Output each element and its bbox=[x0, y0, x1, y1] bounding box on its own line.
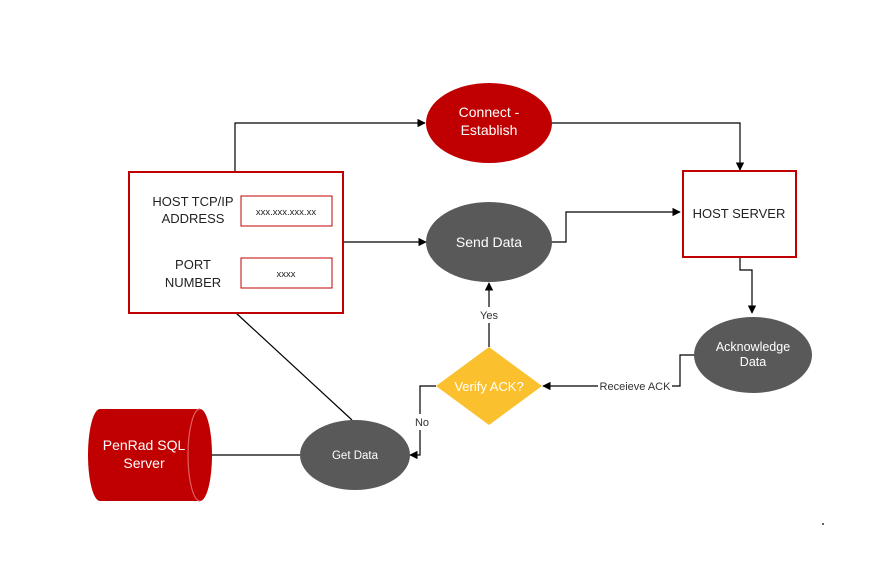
receive-ack-label-bg bbox=[598, 378, 672, 394]
port-label-line1: PORT bbox=[175, 257, 211, 272]
acknowledge-data-node: Acknowledge Data bbox=[694, 317, 812, 393]
yes-label: Yes bbox=[480, 310, 498, 322]
connect-label-line1: Connect - bbox=[459, 104, 520, 120]
port-number-value: xxxx bbox=[277, 269, 296, 280]
stray-dot bbox=[822, 523, 824, 525]
edge-config-to-connect bbox=[234, 118, 426, 172]
ip-label-line1: HOST TCP/IP bbox=[152, 194, 233, 209]
config-box: HOST TCP/IP ADDRESS xxx.xxx.xxx.xx PORT … bbox=[128, 171, 344, 314]
database-label-line2: Server bbox=[123, 455, 165, 471]
edge-connect-to-host bbox=[552, 122, 745, 171]
no-label-bg bbox=[410, 414, 434, 430]
send-data-node: Send Data bbox=[426, 202, 552, 282]
edge-config-to-get bbox=[235, 312, 353, 421]
port-number-field[interactable] bbox=[240, 257, 333, 289]
host-server-label: HOST SERVER bbox=[693, 206, 786, 221]
get-data-node: Get Data bbox=[300, 420, 410, 490]
edge-send-to-host bbox=[552, 207, 681, 243]
acknowledge-label-line1: Acknowledge bbox=[716, 340, 790, 354]
send-data-label: Send Data bbox=[456, 234, 522, 250]
edge-host-to-ack bbox=[739, 257, 757, 314]
ip-label-line2: ADDRESS bbox=[162, 211, 225, 226]
verify-ack-label: Verify ACK? bbox=[454, 379, 523, 394]
yes-label-bg bbox=[476, 307, 502, 323]
port-label-line2: NUMBER bbox=[165, 275, 221, 290]
database-cylinder-icon bbox=[88, 409, 212, 501]
connectors bbox=[209, 118, 757, 460]
receive-ack-label: Receieve ACK bbox=[600, 381, 672, 393]
no-label: No bbox=[415, 417, 429, 429]
ip-address-field[interactable] bbox=[240, 195, 333, 227]
connect-label-line2: Establish bbox=[461, 122, 518, 138]
host-server-node: HOST SERVER bbox=[682, 170, 797, 258]
connect-establish-node: Connect - Establish bbox=[426, 83, 552, 163]
verify-ack-node: Verify ACK? bbox=[436, 347, 542, 425]
database-node: PenRad SQL Server bbox=[88, 408, 212, 502]
acknowledge-label-line2: Data bbox=[740, 355, 766, 369]
ip-address-value: xxx.xxx.xxx.xx bbox=[256, 207, 316, 218]
database-label-line1: PenRad SQL bbox=[103, 437, 186, 453]
get-data-label: Get Data bbox=[332, 450, 379, 462]
